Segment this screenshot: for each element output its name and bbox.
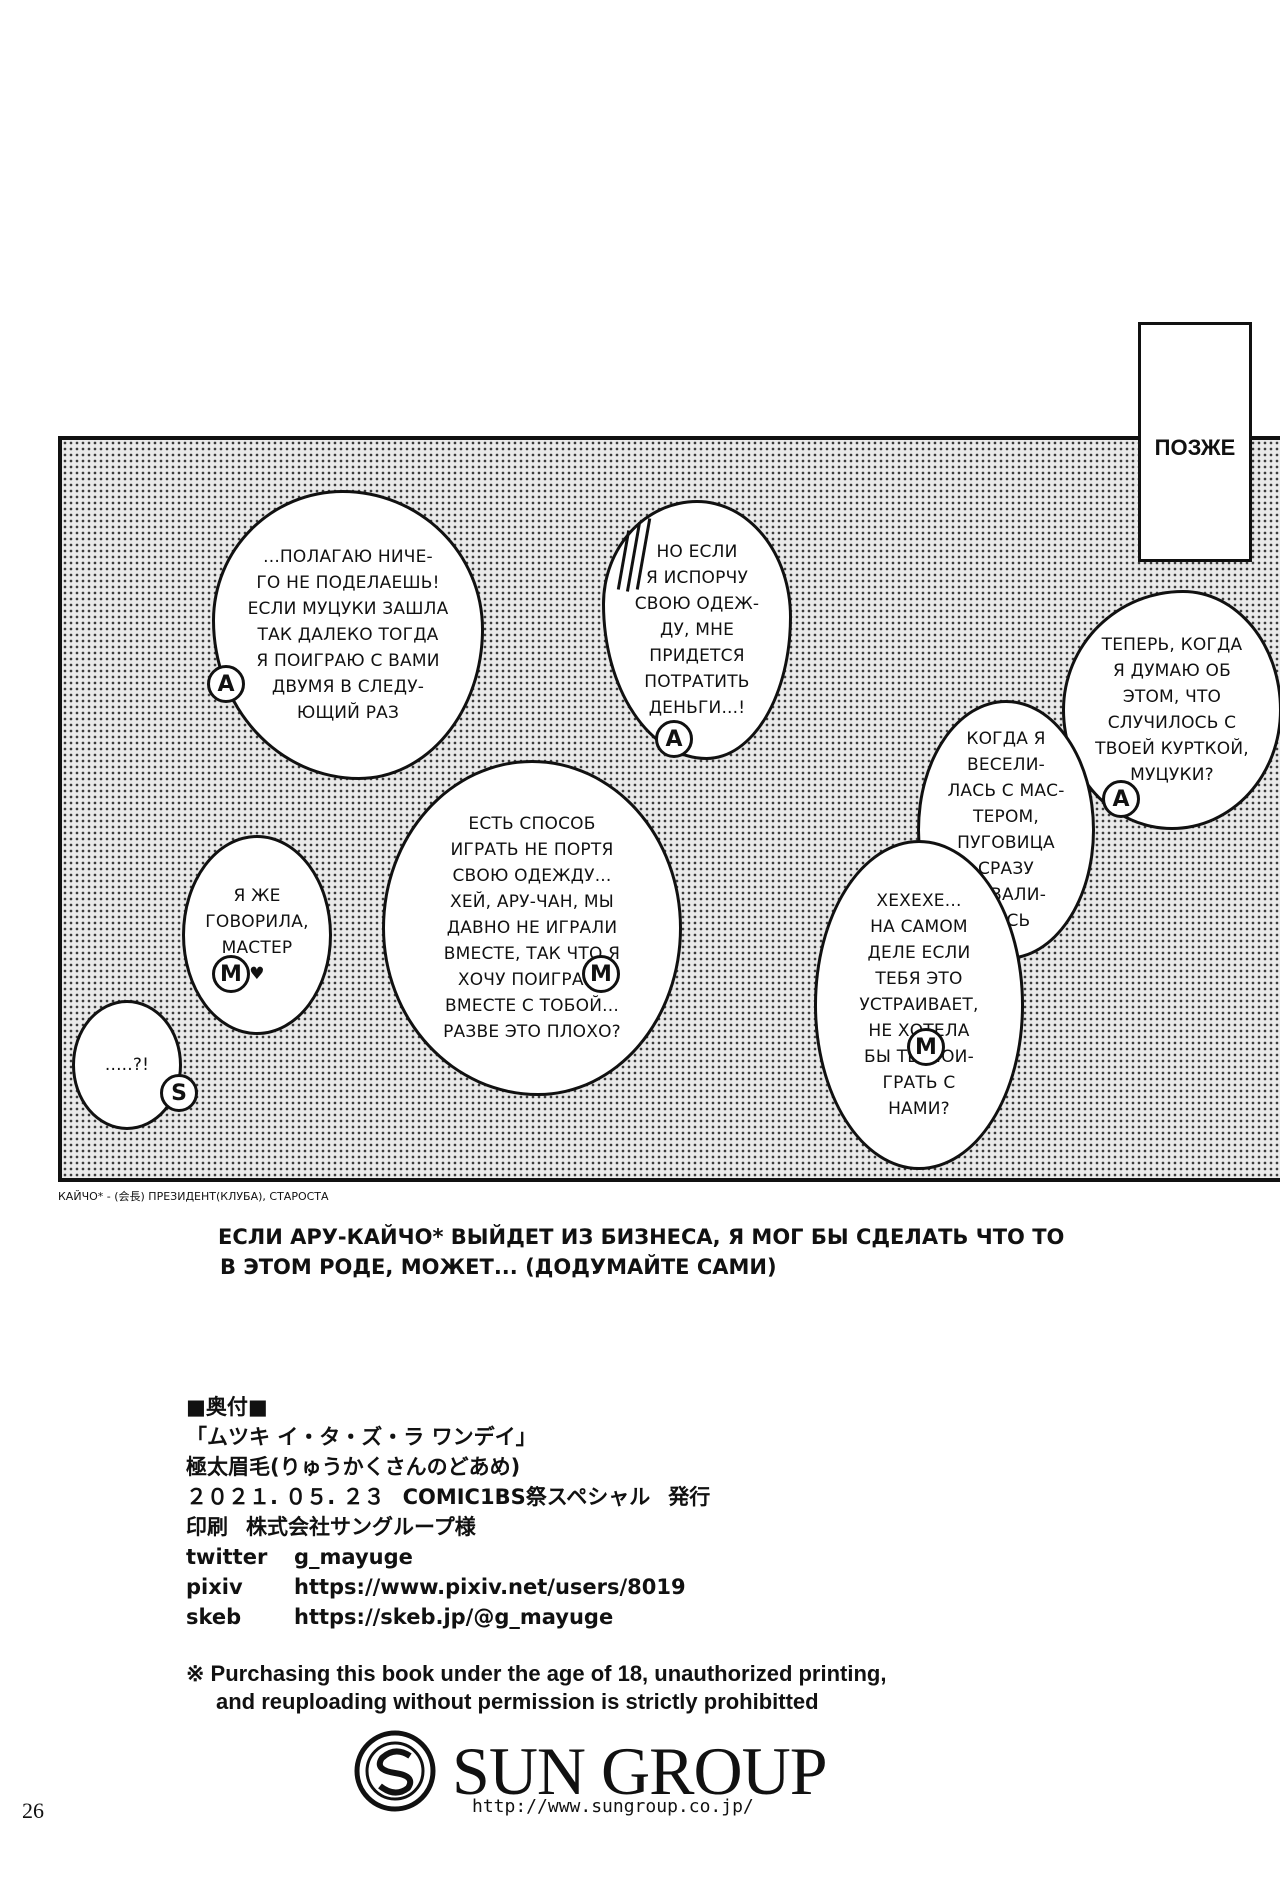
speech-bubble: Я ЖЕ ГОВОРИЛА, МАСТЕР ♥ [182,835,332,1035]
speaker-tag: M [907,1028,945,1066]
translator-footnote: КАЙЧО* - (会長) ПРЕЗИДЕНТ(КЛУБА), СТАРОСТА [58,1190,329,1203]
bubble-text: ...ПОЛАГАЮ НИЧЕ- ГО НЕ ПОДЕЛАЕШЬ! ЕСЛИ М… [247,547,449,723]
issued-label: 発行 [668,1485,711,1509]
publication-date: ２０２１. ０５. ２３ [186,1485,385,1509]
event-name: COMIC1BS祭スペシャル [402,1485,651,1509]
warning-line: and reuploading without permission is st… [216,1689,819,1714]
bubble-text: Я ЖЕ ГОВОРИЛА, МАСТЕР ♥ [205,886,309,984]
speech-bubble: .....?! [72,1000,182,1130]
bubble-text: ЕСТЬ СПОСОБ ИГРАТЬ НЕ ПОРТЯ СВОЮ ОДЕЖДУ.… [443,814,621,1042]
speaker-tag: M [212,955,250,993]
link-label: skeb [186,1605,242,1629]
page-number: 26 [22,1798,44,1823]
colophon-heading: ■奥付■ [186,1395,268,1419]
book-title: 「ムツキ イ・タ・ズ・ラ ワンデイ」 [186,1425,537,1449]
speaker-tag: M [582,955,620,993]
printer-label: 印刷 [186,1515,228,1539]
speech-bubble: ТЕПЕРЬ, КОГДА Я ДУМАЮ ОБ ЭТОМ, ЧТО СЛУЧИ… [1062,590,1280,830]
link-row: pixiv https://www.pixiv.net/users/8019 [186,1572,710,1602]
bubble-text: НО ЕСЛИ Я ИСПОРЧУ СВОЮ ОДЕЖ- ДУ, МНЕ ПРИ… [634,542,760,718]
speaker-tag: S [160,1074,198,1112]
caption-line: ЕСЛИ АРУ-КАЙЧО* ВЫЙДЕТ ИЗ БИЗНЕСА, Я МОГ… [218,1225,1065,1249]
link-row: skeb https://skeb.jp/@g_mayuge [186,1602,710,1632]
publication-row: ２０２１. ０５. ２３ COMIC1BS祭スペシャル 発行 [186,1482,710,1512]
speaker-tag: A [655,720,693,758]
speaker-tag: A [207,665,245,703]
time-caption-box: ПОЗЖЕ [1138,322,1252,562]
speech-bubble: ХЕХЕХЕ... НА САМОМ ДЕЛЕ ЕСЛИ ТЕБЯ ЭТО УС… [814,840,1024,1170]
link-label: pixiv [186,1575,243,1599]
twitter-handle: g_mayuge [294,1545,413,1569]
caption-line: В ЭТОМ РОДЕ, МОЖЕТ... (ДОДУМАЙТЕ САМИ) [220,1255,777,1279]
circle-name: 極太眉毛(りゅうかくさんのどあめ) [186,1455,521,1479]
publisher-logo: SUN GROUP [352,1728,828,1814]
publisher-url: http://www.sungroup.co.jp/ [472,1796,754,1817]
link-label: twitter [186,1545,268,1569]
logo-wordmark: SUN GROUP [452,1732,828,1809]
warning-line: ※ Purchasing this book under the age of … [186,1661,887,1686]
speech-bubble: НО ЕСЛИ Я ИСПОРЧУ СВОЮ ОДЕЖ- ДУ, МНЕ ПРИ… [602,500,792,760]
pixiv-url: https://www.pixiv.net/users/8019 [294,1575,686,1599]
skeb-url: https://skeb.jp/@g_mayuge [294,1605,614,1629]
speech-bubble: ...ПОЛАГАЮ НИЧЕ- ГО НЕ ПОДЕЛАЕШЬ! ЕСЛИ М… [212,490,484,780]
bubble-text: ХЕХЕХЕ... НА САМОМ ДЕЛЕ ЕСЛИ ТЕБЯ ЭТО УС… [859,891,979,1119]
manga-panel: ...ПОЛАГАЮ НИЧЕ- ГО НЕ ПОДЕЛАЕШЬ! ЕСЛИ М… [58,436,1280,1182]
bubble-text: ТЕПЕРЬ, КОГДА Я ДУМАЮ ОБ ЭТОМ, ЧТО СЛУЧИ… [1095,635,1249,785]
printer-row: 印刷 株式会社サングループ様 [186,1512,710,1542]
speech-bubble: ЕСТЬ СПОСОБ ИГРАТЬ НЕ ПОРТЯ СВОЮ ОДЕЖДУ.… [382,760,682,1096]
sun-group-logo-icon [354,1730,436,1812]
bubble-text: КОГДА Я ВЕСЕЛИ- ЛАСЬ С МАС- ТЕРОМ, ПУГОВ… [947,729,1065,931]
page-caption: ЕСЛИ АРУ-КАЙЧО* ВЫЙДЕТ ИЗ БИЗНЕСА, Я МОГ… [218,1222,1118,1282]
time-caption: ПОЗЖЕ [1154,435,1236,460]
link-row: twitter g_mayuge [186,1542,710,1572]
age-warning: ※ Purchasing this book under the age of … [186,1660,886,1716]
colophon: ■奥付■ 「ムツキ イ・タ・ズ・ラ ワンデイ」 極太眉毛(りゅうかくさんのどあめ… [186,1392,710,1632]
bubble-text: .....?! [104,1055,150,1075]
speaker-tag: A [1102,780,1140,818]
printer-name: 株式会社サングループ様 [246,1515,476,1539]
